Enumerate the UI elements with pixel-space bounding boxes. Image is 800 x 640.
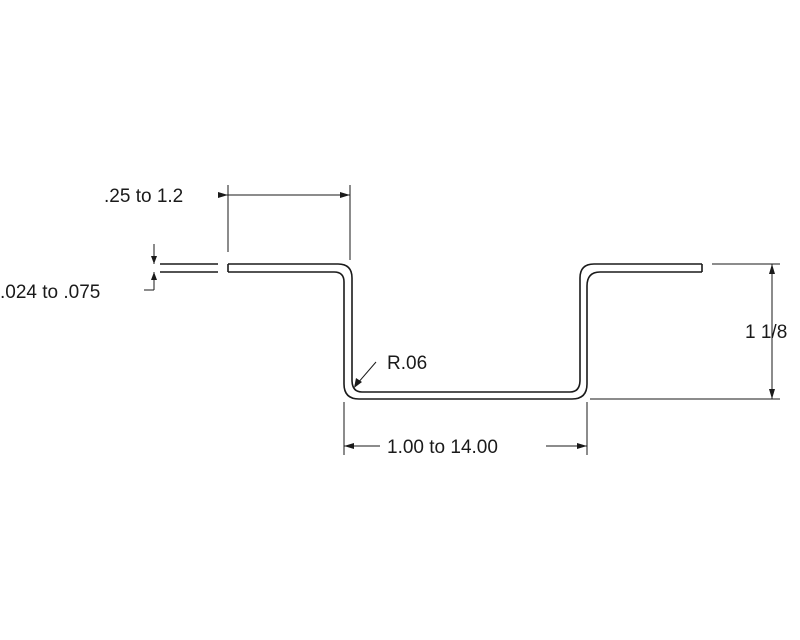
thickness-arrow-top bbox=[151, 256, 157, 264]
radius-arrow bbox=[354, 378, 362, 388]
height-arrow-top bbox=[769, 264, 775, 274]
profile-inner-edge bbox=[228, 271, 702, 400]
flange-arrow-left bbox=[218, 192, 228, 198]
bottom-width-label: 1.00 to 14.00 bbox=[387, 437, 498, 458]
flange-width-dimension: .25 to 1.2 bbox=[104, 185, 351, 260]
radius-label: R.06 bbox=[387, 353, 427, 374]
profile-outer-edge bbox=[228, 263, 702, 393]
height-label: 1 1/8 bbox=[745, 322, 787, 343]
radius-callout: R.06 bbox=[354, 353, 427, 388]
radius-leader bbox=[356, 361, 377, 385]
height-arrow-bottom bbox=[769, 389, 775, 399]
thickness-arrow-bottom bbox=[151, 272, 157, 280]
bottom-arrow-left bbox=[344, 443, 354, 449]
flange-width-label: .25 to 1.2 bbox=[104, 186, 183, 207]
thickness-dimension: .024 to .075 bbox=[0, 244, 157, 303]
thickness-label: .024 to .075 bbox=[0, 282, 100, 303]
flange-arrow-right bbox=[340, 192, 350, 198]
bottom-arrow-right bbox=[577, 443, 587, 449]
bottom-width-dimension: 1.00 to 14.00 bbox=[343, 402, 588, 458]
height-dimension: 1 1/8 bbox=[590, 263, 787, 400]
channel-profile bbox=[160, 263, 703, 400]
